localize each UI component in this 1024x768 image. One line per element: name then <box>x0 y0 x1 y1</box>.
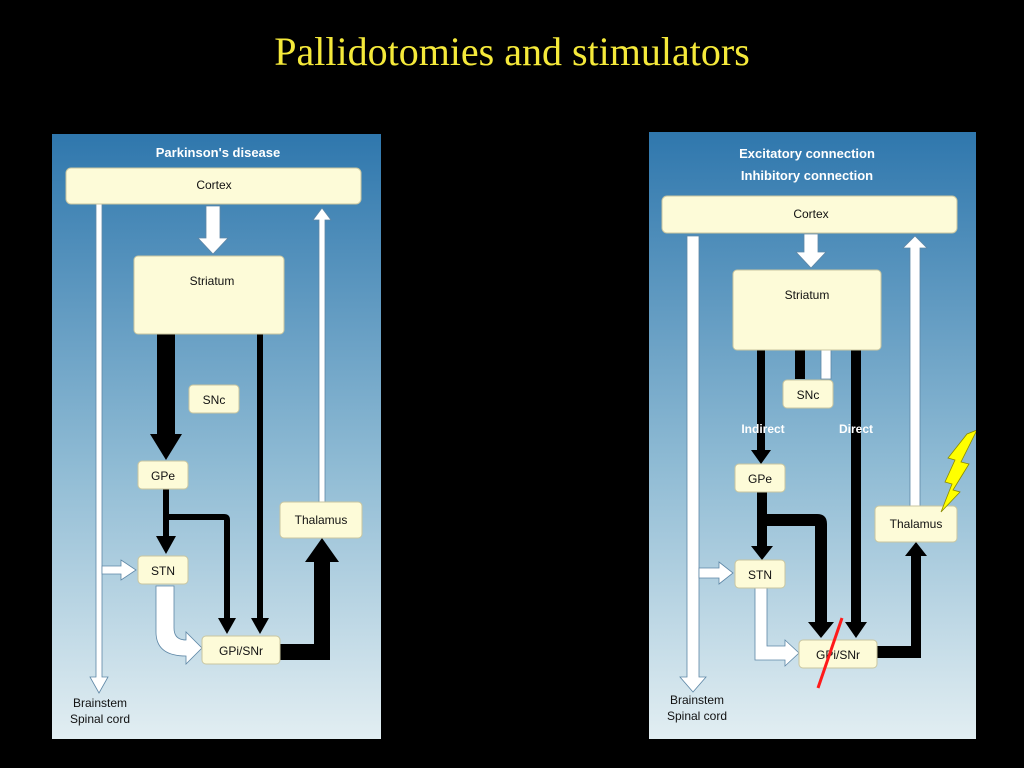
gpe-to-gpi-arrow <box>169 514 236 634</box>
striatum-to-gpe-arrow <box>150 334 182 460</box>
excitatory-legend: Excitatory connection <box>739 146 875 161</box>
stn-box: STN <box>734 559 786 589</box>
indirect-pathway-arrow <box>751 350 771 464</box>
gpe-box: GPe <box>734 463 786 493</box>
stn-label: STN <box>151 564 175 578</box>
lightning-bolt-icon <box>940 429 976 513</box>
thalamus-label: Thalamus <box>295 513 348 527</box>
direct-label: Direct <box>839 422 873 436</box>
lesion-line <box>816 617 844 689</box>
gpi-snr-label: GPi/SNr <box>219 644 263 658</box>
stn-to-gpi-arrow <box>155 585 203 665</box>
cortex-to-striatum-arrow <box>795 233 827 269</box>
brainstem-label: Brainstem <box>670 693 724 707</box>
cortex-to-stn-arrow <box>698 561 734 585</box>
stn-to-gpi-arrow <box>754 587 800 667</box>
striatum-label: Striatum <box>785 288 830 302</box>
snc-label: SNc <box>203 393 226 407</box>
striatum-box: Striatum <box>732 269 882 351</box>
gpi-to-thalamus-arrow <box>877 542 927 658</box>
cortex-to-brainstem-arrow <box>679 235 707 693</box>
slide-title: Pallidotomies and stimulators <box>274 29 750 74</box>
thalamus-box: Thalamus <box>874 505 958 543</box>
stn-box: STN <box>137 555 189 585</box>
cortex-box: Cortex <box>661 195 958 234</box>
thalamus-to-cortex-arrow <box>902 235 928 507</box>
cortex-to-stn-arrow <box>101 559 137 581</box>
gpi-snr-box: GPi/SNr <box>201 635 281 665</box>
gpe-to-stn-arrow <box>751 492 773 560</box>
cortex-label: Cortex <box>793 207 828 221</box>
basal-ganglia-circuit-panel: Excitatory connection Inhibitory connect… <box>649 132 976 739</box>
gpe-to-gpi-arrow <box>767 514 834 638</box>
cortex-label: Cortex <box>196 178 231 192</box>
indirect-label: Indirect <box>741 422 784 436</box>
inhibitory-legend: Inhibitory connection <box>741 168 873 183</box>
cortex-box: Cortex <box>65 167 362 205</box>
gpi-snr-box: GPi/SNr <box>798 639 878 669</box>
brainstem-label: Brainstem <box>73 696 127 710</box>
striatum-to-gpi-arrow <box>251 334 269 634</box>
spinal-cord-label: Spinal cord <box>70 712 130 726</box>
parkinsons-diagram-panel: Parkinson's disease Cortex Striatum <box>52 134 381 739</box>
direct-pathway-arrow <box>845 350 867 638</box>
gpi-to-thalamus-arrow <box>280 538 339 660</box>
snc-box: SNc <box>782 379 834 409</box>
snc-label: SNc <box>797 388 820 402</box>
excitatory-arrows <box>89 203 332 694</box>
gpi-snr-label: GPi/SNr <box>816 648 860 662</box>
gpe-to-stn-arrow <box>156 486 176 554</box>
inhibitory-arrows <box>150 334 339 660</box>
spinal-cord-label: Spinal cord <box>667 709 727 723</box>
cortex-to-brainstem-arrow <box>89 203 109 694</box>
striatum-label: Striatum <box>190 274 235 288</box>
striatum-box: Striatum <box>133 255 285 335</box>
gpe-label: GPe <box>748 472 772 486</box>
thalamus-box: Thalamus <box>279 501 363 539</box>
panel-header: Parkinson's disease <box>156 145 281 160</box>
snc-box: SNc <box>188 384 240 414</box>
stn-label: STN <box>748 568 772 582</box>
gpe-label: GPe <box>151 469 175 483</box>
thalamus-to-cortex-arrow <box>312 207 332 511</box>
thalamus-label: Thalamus <box>890 517 943 531</box>
cortex-to-striatum-arrow <box>197 205 229 255</box>
gpe-box: GPe <box>137 460 189 490</box>
